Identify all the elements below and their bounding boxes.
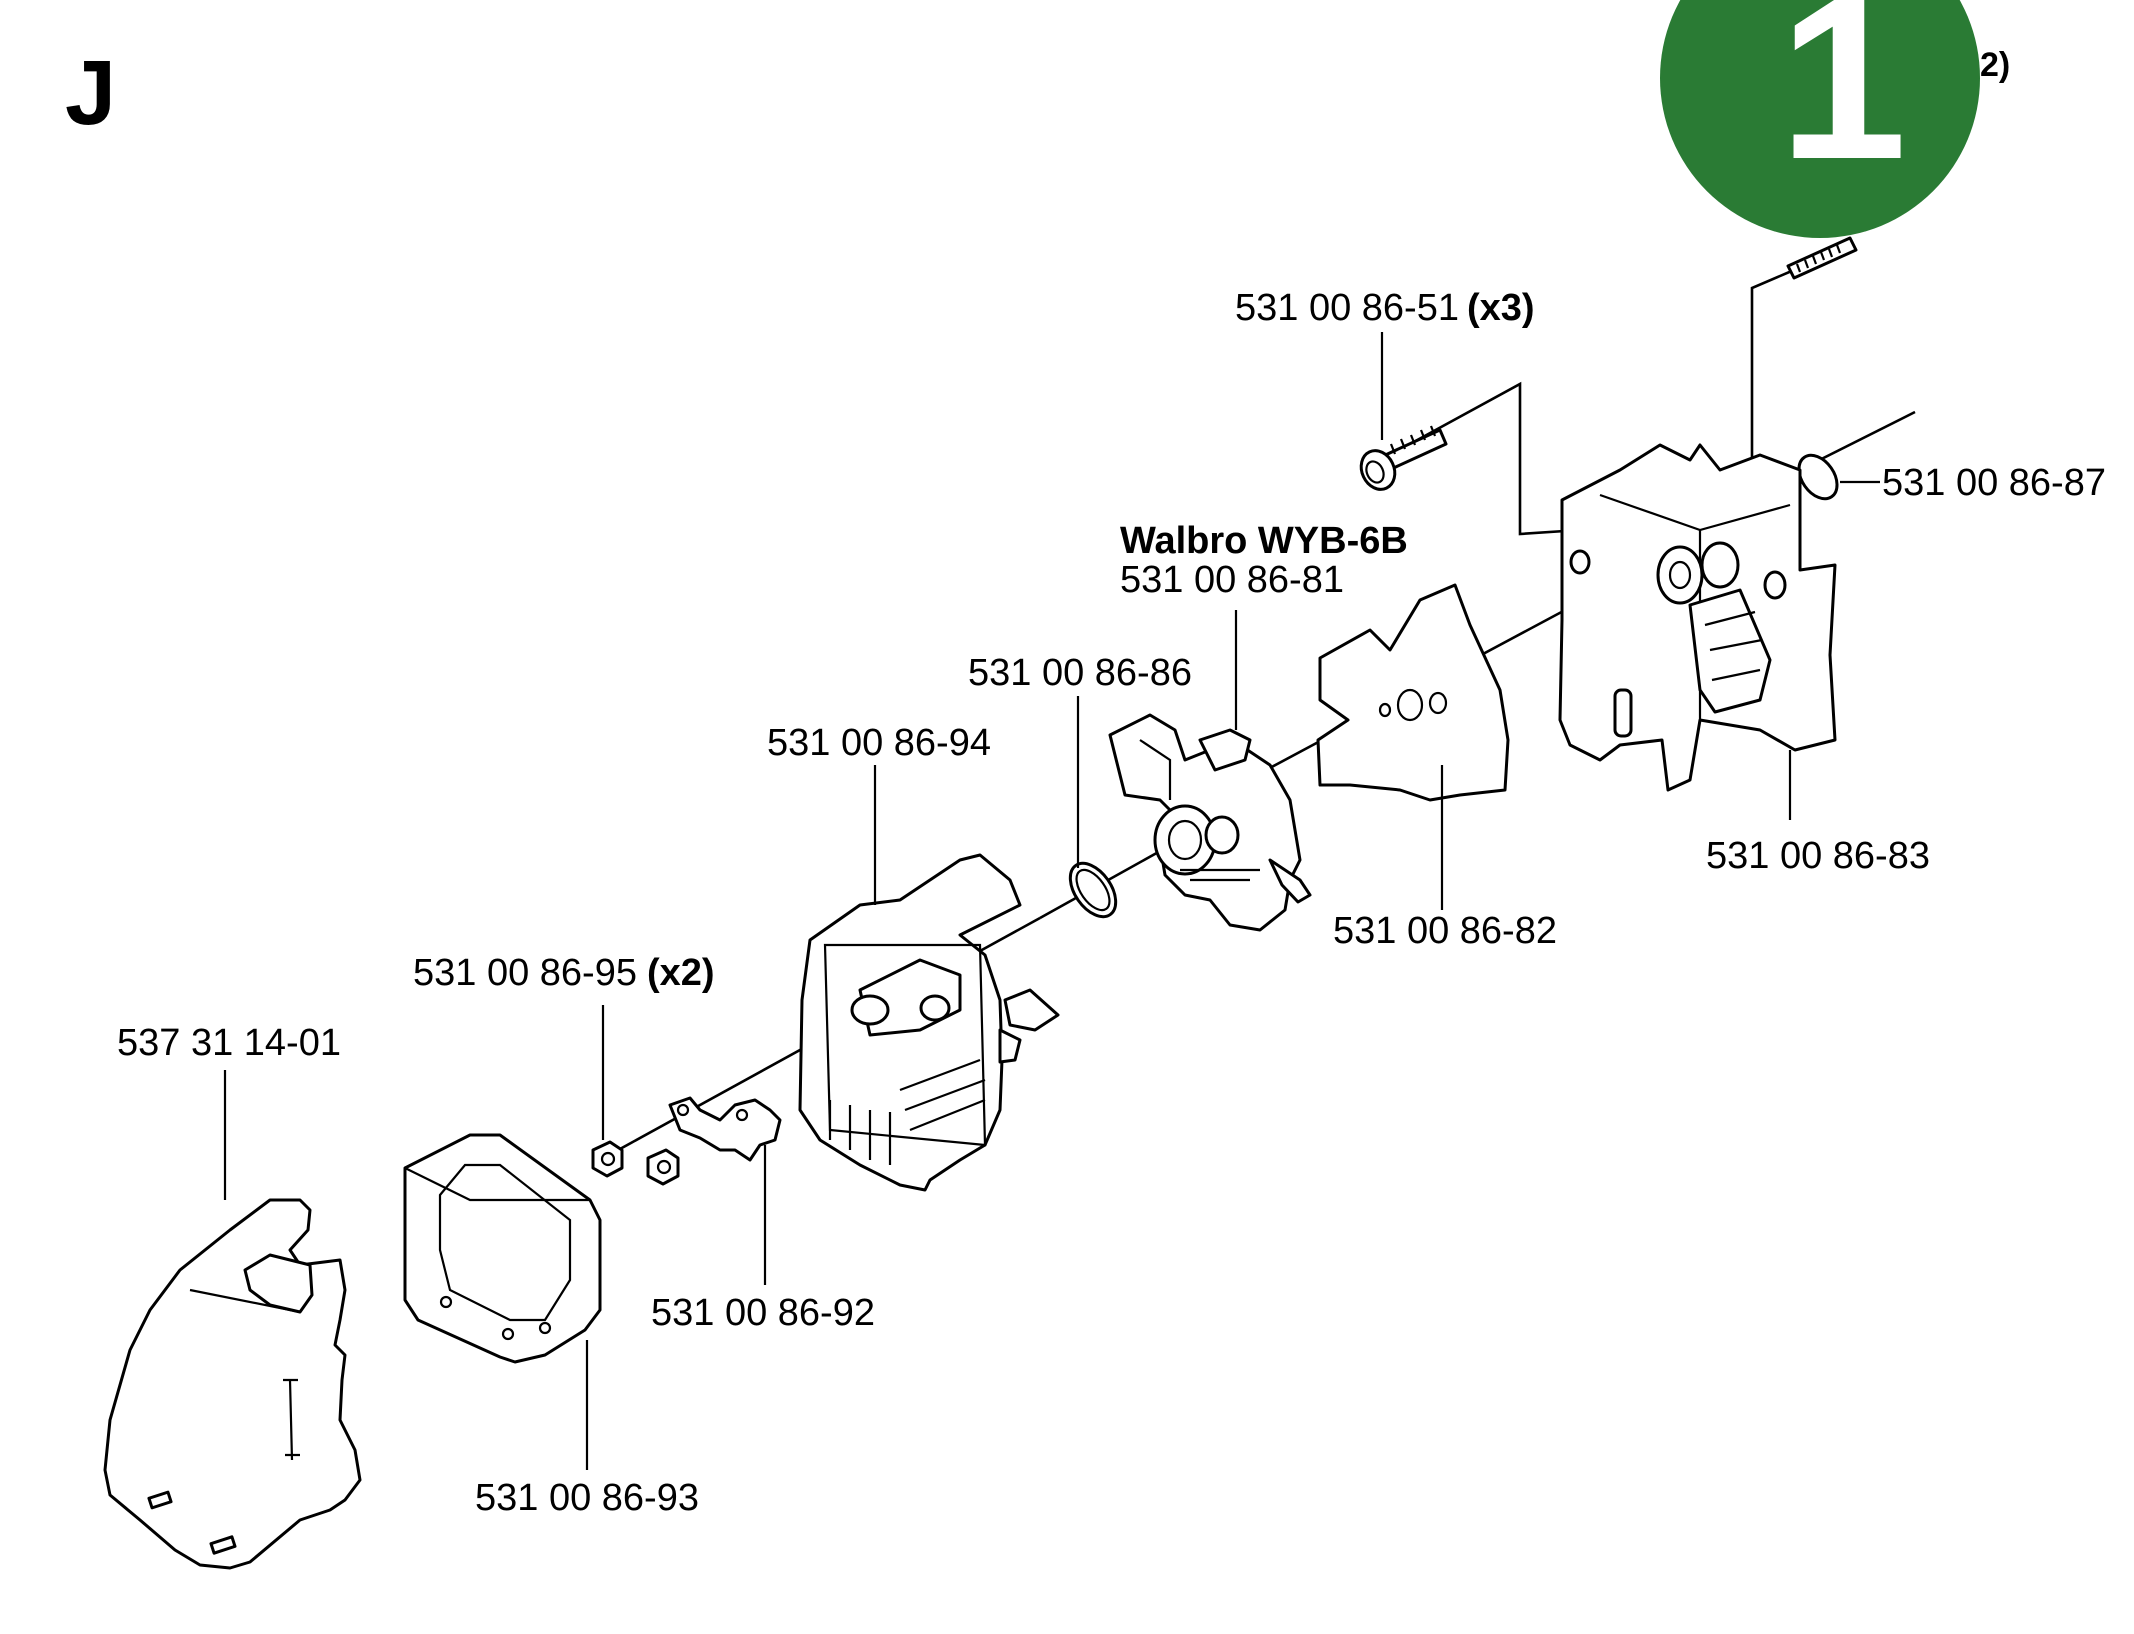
badge-circle [1660,0,1980,238]
stud-part [1786,236,1858,280]
label-gasket: 531 00 86-82 [1333,910,1557,952]
air-filter-part [403,1133,602,1364]
bracket-part [668,1096,782,1162]
label-carb: 531 00 86-81 [1120,559,1344,601]
nut-parts [591,1140,680,1186]
label-filter: 531 00 86-93 [475,1477,699,1519]
badge-number: 1 [1779,0,1907,207]
label-screw-qty: (x3) [1467,287,1535,329]
gasket-part [1316,583,1510,802]
cover-part [103,1198,362,1570]
oring-mid-part [1068,861,1118,919]
label-cover: 537 31 14-01 [117,1022,341,1064]
label-screw: 531 00 86-51 [1235,287,1459,329]
label-manifold: 531 00 86-83 [1706,835,1930,877]
section-letter: J [65,42,116,144]
label-housing: 531 00 86-94 [767,722,991,764]
oring-mid-inner [1075,868,1111,912]
filter-housing-part [798,853,1060,1192]
screw-part [1359,425,1448,491]
label-nut-qty: (x2) [647,952,715,994]
badge-suffix: 2) [1980,46,2010,84]
manifold-part [1558,443,1837,792]
label-carb-name: Walbro WYB-6B [1120,520,1408,562]
label-oring-mid: 531 00 86-86 [968,652,1192,694]
page-badge: 1 2) [1660,0,2010,238]
part-labels: 531 00 86-51 (x3) 531 00 86-87 Walbro WY… [117,287,2106,1519]
label-nut: 531 00 86-95 [413,952,637,994]
carburetor-part [1108,713,1312,932]
leader-lines [223,332,1880,1470]
label-bracket: 531 00 86-92 [651,1292,875,1334]
oring-top-part [1797,453,1839,501]
label-oring-top: 531 00 86-87 [1882,462,2106,504]
